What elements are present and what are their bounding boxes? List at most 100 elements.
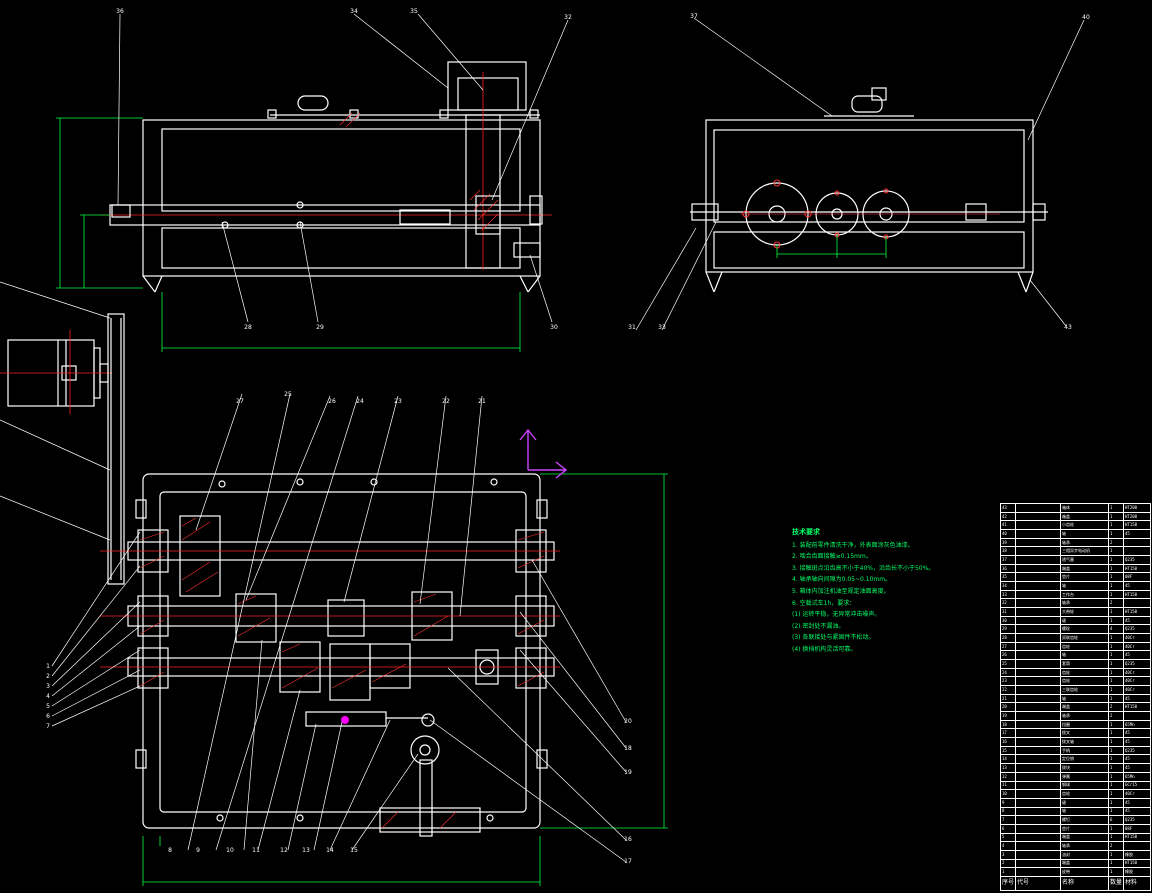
bom-header-cell: 材料 bbox=[1123, 875, 1151, 892]
bom-cell: HT200 bbox=[1123, 503, 1151, 513]
bom-cell: 套筒 bbox=[1060, 659, 1109, 669]
bom-cell bbox=[1015, 693, 1061, 704]
bom-cell: 1 bbox=[1108, 615, 1124, 626]
bom-cell: GCr15 bbox=[1123, 780, 1151, 791]
bom-cell: 箱体 bbox=[1060, 503, 1109, 513]
bom-cell: 12 bbox=[1000, 771, 1016, 782]
bom-cell: 5 bbox=[1000, 832, 1016, 843]
bom-cell bbox=[1015, 832, 1061, 843]
bom-cell: 39 bbox=[1000, 537, 1016, 548]
bom-cell: 08F bbox=[1123, 823, 1151, 834]
bom-cell: 轴承 bbox=[1060, 841, 1109, 851]
bom-cell: 1 bbox=[1108, 659, 1124, 669]
bom-cell: 20 bbox=[1000, 702, 1016, 713]
callout-label: 5 bbox=[46, 703, 50, 710]
callout-label: 43 bbox=[1064, 324, 1072, 331]
bom-cell: 1 bbox=[1108, 867, 1124, 877]
bom-cell bbox=[1015, 728, 1061, 739]
bom-cell: 透气塞 bbox=[1060, 555, 1109, 565]
bom-cell: HT150 bbox=[1123, 607, 1151, 617]
bom-cell: 1 bbox=[1108, 633, 1124, 643]
bom-cell: 40Cr bbox=[1123, 633, 1151, 643]
bom-cell: 16 bbox=[1000, 737, 1016, 747]
bom-cell: 40Cr bbox=[1123, 667, 1151, 678]
bom-cell: 65Mn bbox=[1123, 719, 1151, 730]
bom-cell: HT150 bbox=[1123, 589, 1151, 600]
bom-cell: 4 bbox=[1000, 841, 1016, 851]
note-line: 4. 轴承轴向间隙为0.05~0.10mm。 bbox=[792, 576, 892, 584]
bom-cell: 1 bbox=[1108, 789, 1124, 799]
bom-cell: HT150 bbox=[1123, 858, 1151, 869]
bom-cell: 45 bbox=[1123, 754, 1151, 765]
bom-cell: 箱盖 bbox=[1060, 511, 1109, 522]
bom-cell: 2 bbox=[1108, 702, 1124, 713]
bom-cell: 齿轮 bbox=[1060, 789, 1109, 799]
side-view-dimensions bbox=[776, 235, 887, 258]
bom-cell: 10 bbox=[1000, 789, 1016, 799]
technical-requirements: 技术要求 1. 装配前零件清洗干净，外表面涂灰色油漆。 2. 啮合齿面接触≥0.… bbox=[792, 527, 982, 656]
bom-cell: 1 bbox=[1108, 858, 1124, 869]
note-line: 2. 啮合齿面接触≥0.15mm。 bbox=[792, 553, 872, 561]
plan-view bbox=[127, 473, 555, 837]
callout-label: 31 bbox=[628, 324, 636, 331]
bom-cell: 18 bbox=[1000, 719, 1016, 730]
bom-cell: 45 bbox=[1123, 763, 1151, 773]
bom-cell bbox=[1015, 563, 1061, 574]
bom-cell: 1 bbox=[1108, 572, 1124, 583]
bom-cell: 45 bbox=[1123, 581, 1151, 591]
bom-cell bbox=[1015, 797, 1061, 808]
bom-cell: 1 bbox=[1108, 563, 1124, 574]
bom-cell bbox=[1015, 867, 1061, 877]
bom-cell: 2 bbox=[1108, 537, 1124, 548]
bom-cell: HT150 bbox=[1123, 520, 1151, 530]
bom-cell: 34 bbox=[1000, 581, 1016, 591]
bom-cell: 键 bbox=[1060, 797, 1109, 808]
plan-view-hatch bbox=[139, 517, 545, 829]
bom-cell bbox=[1123, 546, 1151, 557]
bom-cell: 2 bbox=[1108, 598, 1124, 609]
bom-cell: 33 bbox=[1000, 589, 1016, 600]
bom-cell: 40Cr bbox=[1123, 789, 1151, 799]
bom-cell bbox=[1123, 711, 1151, 721]
bom-cell: 端盖 bbox=[1060, 832, 1109, 843]
bom-header-cell: 代号 bbox=[1015, 875, 1061, 892]
bom-cell: 40Cr bbox=[1123, 641, 1151, 652]
callout-label: 20 bbox=[624, 718, 632, 725]
callout-label: 32 bbox=[564, 14, 572, 21]
callout-label: 3 bbox=[46, 683, 50, 690]
bom-cell: 齿轮 bbox=[1060, 676, 1109, 687]
bom-cell bbox=[1123, 598, 1151, 609]
bom-header-cell: 名称 bbox=[1060, 875, 1109, 892]
callout-label: 40 bbox=[1082, 14, 1090, 21]
bom-cell: 22 bbox=[1000, 685, 1016, 695]
bom-cell: 1 bbox=[1108, 520, 1124, 530]
bom-cell: 双联齿轮 bbox=[1060, 633, 1109, 643]
callout-labels: 36 34 35 32 28 29 30 37 40 31 33 43 27 2… bbox=[46, 8, 1090, 865]
bom-cell bbox=[1015, 537, 1061, 548]
callout-label: 1 bbox=[46, 663, 50, 670]
bom-cell: 41 bbox=[1000, 520, 1016, 530]
callout-label: 10 bbox=[226, 847, 234, 854]
bom-cell: 齿轮 bbox=[1060, 641, 1109, 652]
bom-cell: 15 bbox=[1000, 745, 1016, 756]
callout-label: 7 bbox=[46, 723, 50, 730]
callout-label: 16 bbox=[624, 836, 632, 843]
bom-cell: 皮带 bbox=[1060, 867, 1109, 877]
note-line: 3. 接触斑点沿齿高不小于40%，沿齿长不小于50%。 bbox=[792, 564, 935, 572]
bom-cell: 45 bbox=[1123, 806, 1151, 817]
note-line: (2) 密封处不漏油。 bbox=[792, 622, 845, 630]
callout-label: 33 bbox=[658, 324, 666, 331]
